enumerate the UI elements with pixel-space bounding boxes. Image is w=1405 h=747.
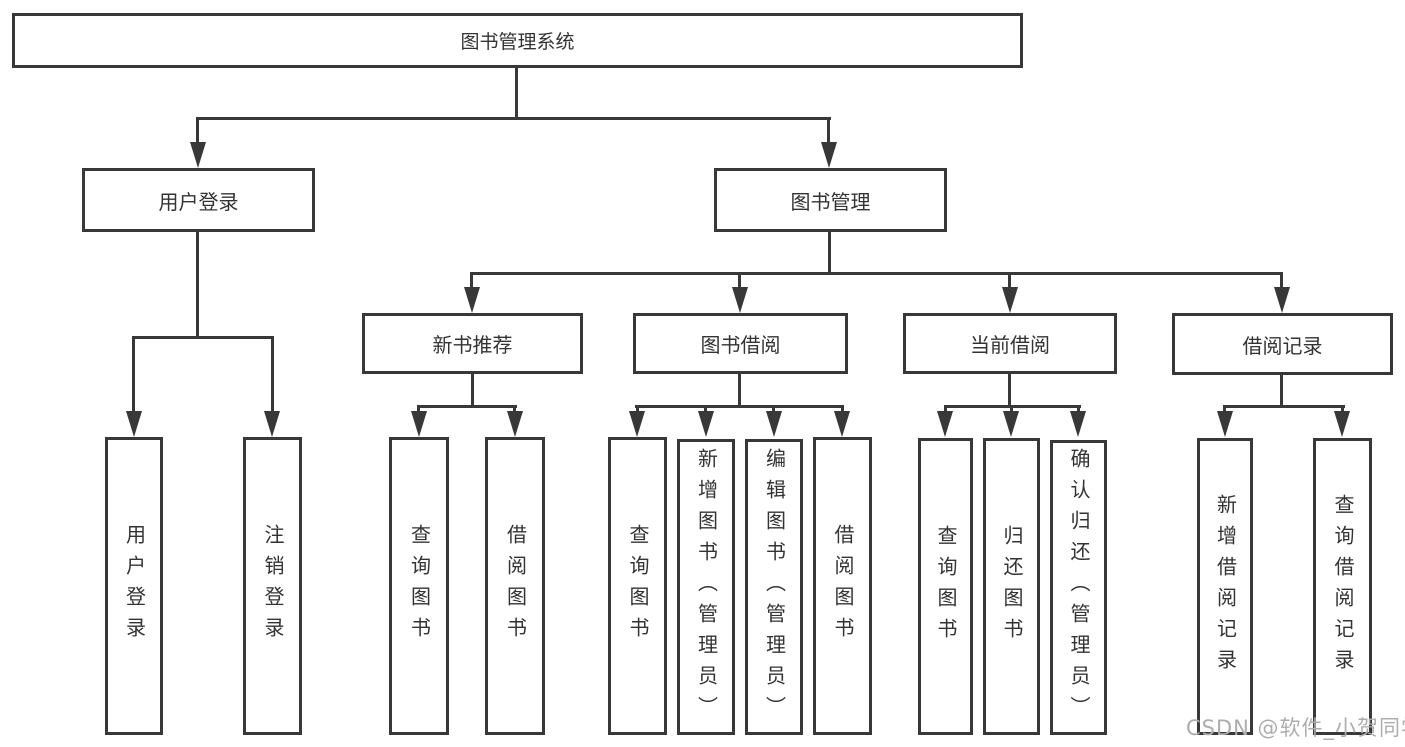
node-book-borrowing: 图书借阅 xyxy=(633,313,848,374)
leaf-borrow-books-recommend: 借阅图书 xyxy=(485,437,545,735)
connector-line xyxy=(636,405,639,415)
leaf-label: 用户登录 xyxy=(122,524,147,648)
leaf-logout: 注销登录 xyxy=(243,437,302,735)
connector-line xyxy=(1008,272,1011,290)
arrowhead-icon xyxy=(629,411,645,437)
leaf-label: 确认归还（管理员） xyxy=(1067,448,1091,727)
connector-line xyxy=(196,232,199,339)
connector-line xyxy=(513,405,516,415)
leaf-label: 查询图书 xyxy=(407,524,432,648)
connector-line xyxy=(470,272,473,290)
leaf-query-borrow-record: 查询借阅记录 xyxy=(1313,438,1372,735)
leaf-label: 借阅图书 xyxy=(831,524,855,648)
arrowhead-icon xyxy=(190,142,206,168)
node-current-borrowing: 当前借阅 xyxy=(903,313,1117,374)
node-root: 图书管理系统 xyxy=(12,13,1023,68)
arrowhead-icon xyxy=(732,287,748,313)
connector-line xyxy=(196,117,199,145)
leaf-label: 新增借阅记录 xyxy=(1213,493,1238,680)
arrowhead-icon xyxy=(264,411,280,437)
leaf-query-books-current: 查询图书 xyxy=(918,438,973,735)
connector-line xyxy=(1223,405,1226,415)
leaf-label: 查询图书 xyxy=(626,524,650,648)
connector-line xyxy=(1280,272,1283,290)
connector-line xyxy=(944,405,947,415)
leaf-query-books-borrow: 查询图书 xyxy=(608,437,667,735)
leaf-label: 注销登录 xyxy=(261,524,285,648)
arrowhead-icon xyxy=(937,411,953,437)
connector-line xyxy=(704,405,707,415)
arrowhead-icon xyxy=(1070,411,1086,437)
arrowhead-icon xyxy=(126,411,142,437)
arrowhead-icon xyxy=(507,411,523,437)
connector-line xyxy=(828,232,831,275)
connector-line xyxy=(738,374,741,408)
node-borrowing-records: 借阅记录 xyxy=(1172,313,1393,375)
connector-line xyxy=(515,68,518,120)
leaf-label: 查询借阅记录 xyxy=(1331,493,1355,680)
leaf-label: 新增图书（管理员） xyxy=(694,447,719,727)
leaf-confirm-return-admin: 确认归还（管理员） xyxy=(1050,440,1107,735)
arrowhead-icon xyxy=(821,142,837,168)
node-book-management: 图书管理 xyxy=(714,168,947,232)
leaf-borrow-books: 借阅图书 xyxy=(813,437,872,735)
arrowhead-icon xyxy=(464,287,480,313)
leaf-query-books-recommend: 查询图书 xyxy=(389,437,449,735)
leaf-label: 归还图书 xyxy=(1000,524,1024,649)
csdn-watermark: CSDN @软件_小贺同学 xyxy=(1186,716,1405,740)
connector-line xyxy=(827,117,830,145)
arrowhead-icon xyxy=(1334,411,1350,437)
connector-line xyxy=(271,336,274,414)
arrowhead-icon xyxy=(834,411,850,437)
arrowhead-icon xyxy=(1217,411,1233,437)
connector-line xyxy=(1077,405,1080,415)
connector-line xyxy=(1280,375,1283,408)
arrowhead-icon xyxy=(766,411,782,437)
connector-line xyxy=(1341,405,1344,415)
leaf-return-books: 归还图书 xyxy=(983,438,1040,735)
node-new-book-recommendation: 新书推荐 xyxy=(362,313,583,374)
arrowhead-icon xyxy=(1274,287,1290,313)
leaf-add-borrow-record: 新增借阅记录 xyxy=(1197,438,1253,735)
connector-line xyxy=(132,336,135,414)
connector-line xyxy=(772,405,775,415)
connector-line xyxy=(1010,405,1013,415)
arrowhead-icon xyxy=(411,411,427,437)
connector-line xyxy=(841,405,844,415)
connector-line xyxy=(1008,374,1011,408)
connector-line xyxy=(417,405,420,415)
arrowhead-icon xyxy=(1002,287,1018,313)
arrowhead-icon xyxy=(698,411,714,437)
connector-line xyxy=(471,374,474,408)
connector-line xyxy=(1223,405,1345,408)
arrowhead-icon xyxy=(1003,411,1019,437)
leaf-edit-books-admin: 编辑图书（管理员） xyxy=(745,439,803,735)
connector-line xyxy=(470,272,1283,275)
connector-line xyxy=(635,405,844,408)
node-user-login: 用户登录 xyxy=(82,168,315,232)
leaf-label: 查询图书 xyxy=(934,524,958,649)
connector-line xyxy=(417,405,517,408)
connector-line xyxy=(738,272,741,290)
connector-line xyxy=(197,117,831,120)
leaf-label: 借阅图书 xyxy=(503,524,528,648)
connector-line xyxy=(132,336,274,339)
leaf-add-books-admin: 新增图书（管理员） xyxy=(677,439,735,735)
leaf-label: 编辑图书（管理员） xyxy=(762,447,787,727)
leaf-user-login: 用户登录 xyxy=(105,437,163,735)
